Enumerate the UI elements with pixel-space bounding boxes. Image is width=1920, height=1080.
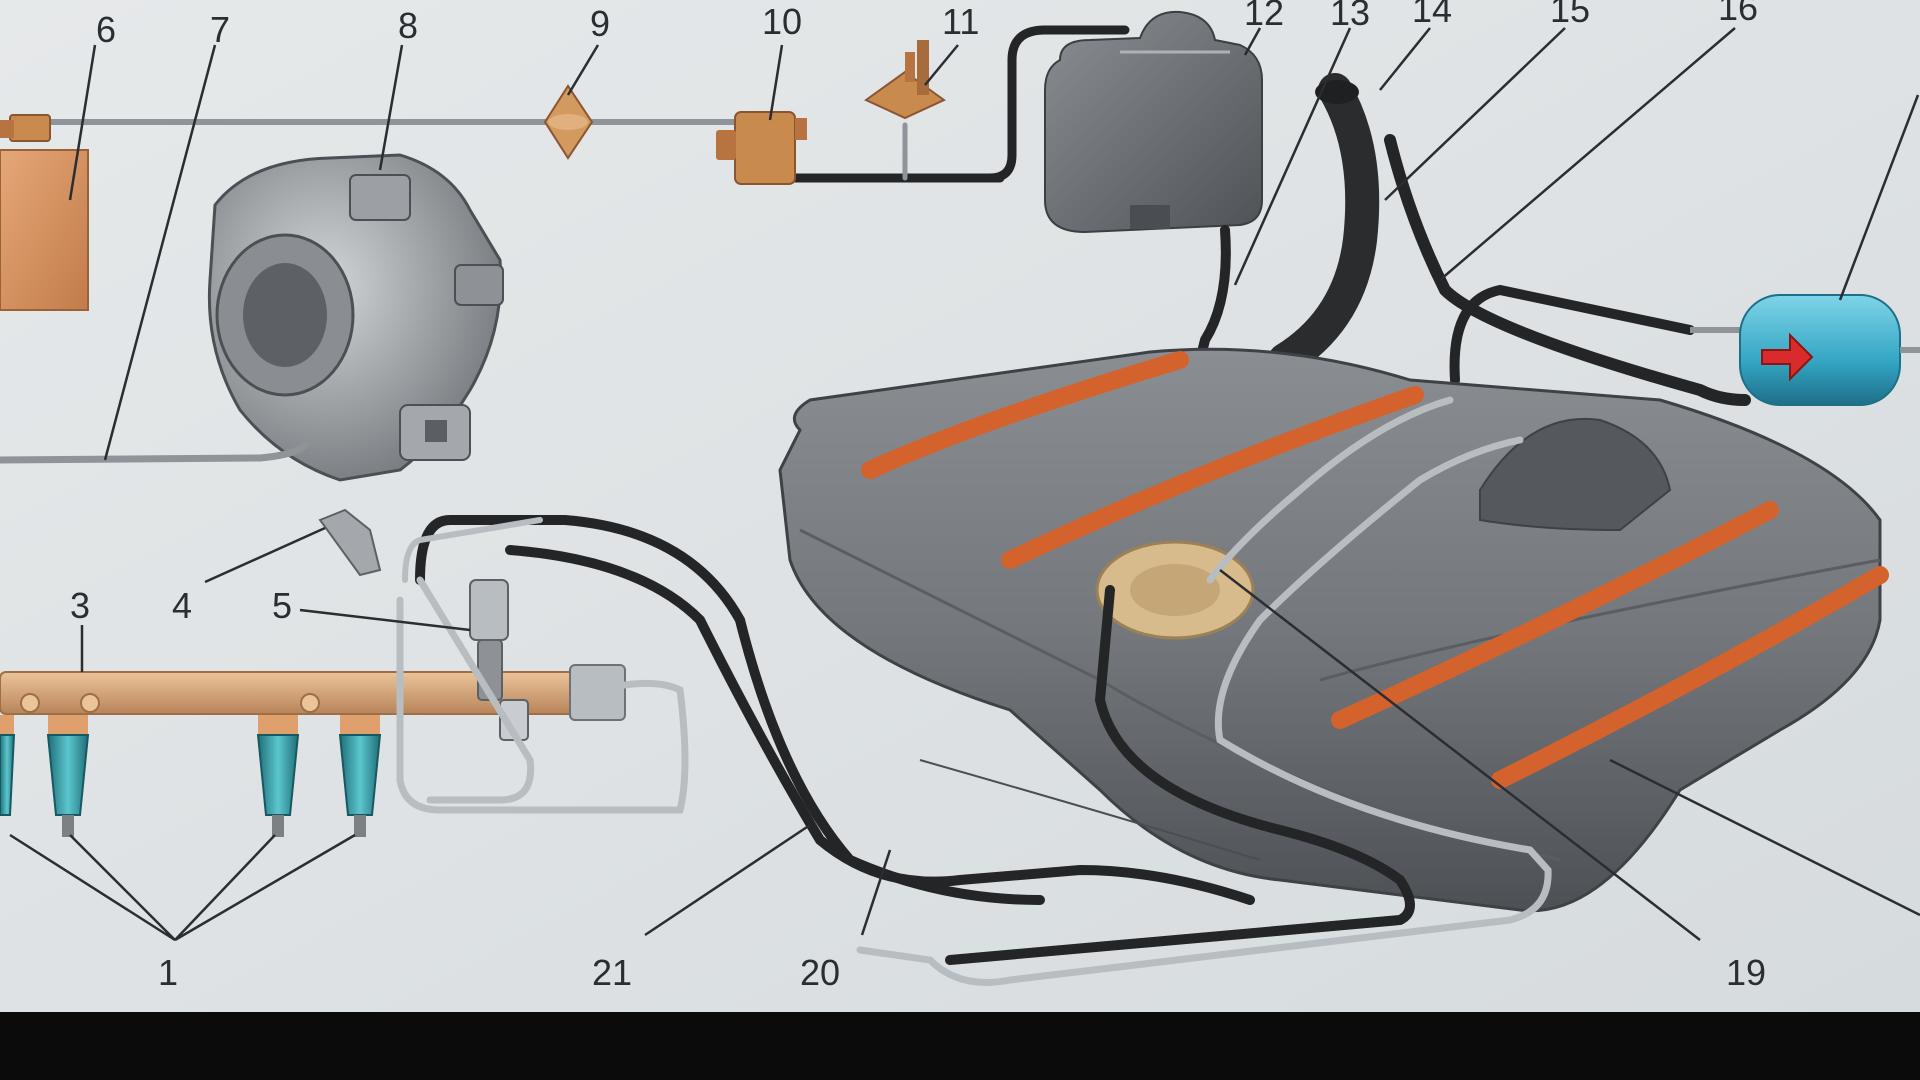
callout-16: 16: [1718, 0, 1758, 28]
callout-6: 6: [96, 9, 116, 50]
evap-canister-12: [1044, 10, 1263, 234]
tank-strap: [1331, 501, 1779, 729]
filler-neck-14: [1268, 73, 1380, 377]
callout-19: 19: [1726, 952, 1766, 993]
tank-fuel-lines: [856, 396, 1552, 986]
pressure-regulator-5: [469, 579, 529, 741]
tank-strap: [1491, 566, 1889, 789]
fuel-injector: [338, 715, 382, 837]
fuel-injector: [256, 715, 300, 837]
throttle-cable-7: [0, 441, 309, 464]
solenoid-valve-10: [716, 111, 807, 185]
callout-4: 4: [172, 585, 192, 626]
valve-9: [543, 84, 594, 160]
hose-15: [1384, 134, 1751, 406]
fuel-tank: [778, 347, 1889, 913]
callout-5: 5: [272, 585, 292, 626]
tank-strap: [1001, 386, 1424, 569]
leader-lines: [9, 27, 1920, 942]
fuel-injector: [0, 715, 16, 816]
callout-8: 8: [398, 5, 418, 46]
callout-1: 1: [158, 952, 178, 993]
filler-cap: [1315, 80, 1359, 104]
fuel-rail-3: [0, 664, 626, 721]
callout-13: 13: [1330, 0, 1370, 33]
callout-9: 9: [590, 3, 610, 44]
callout-21: 21: [592, 952, 632, 993]
throttle-body-8: [207, 153, 504, 482]
injector-group-1: [0, 715, 382, 837]
fuel-filter: [1690, 294, 1920, 406]
tank-strap: [861, 351, 1189, 479]
hose-13: [1195, 225, 1231, 365]
callout-20: 20: [800, 952, 840, 993]
fuel-lines-20-21: [396, 515, 1255, 905]
fuel-injector: [46, 715, 90, 837]
callout-10: 10: [762, 1, 802, 42]
callout-11: 11: [942, 1, 979, 42]
callout-14: 14: [1412, 0, 1452, 30]
mounting-bracket-4: [318, 508, 382, 577]
callout-7: 7: [210, 9, 230, 50]
flow-arrow-icon: [1761, 332, 1814, 382]
callout-3: 3: [70, 585, 90, 626]
monitor-bezel: [0, 1012, 1920, 1080]
callout-12: 12: [1244, 0, 1284, 33]
callout-15: 15: [1550, 0, 1590, 30]
vacuum-valve-11: [864, 40, 946, 120]
hose-16: [1449, 284, 1695, 385]
callouts: 1 3 4 5 6 7 8 9 10 11 12 13 14 15 16 19 …: [70, 0, 1766, 993]
